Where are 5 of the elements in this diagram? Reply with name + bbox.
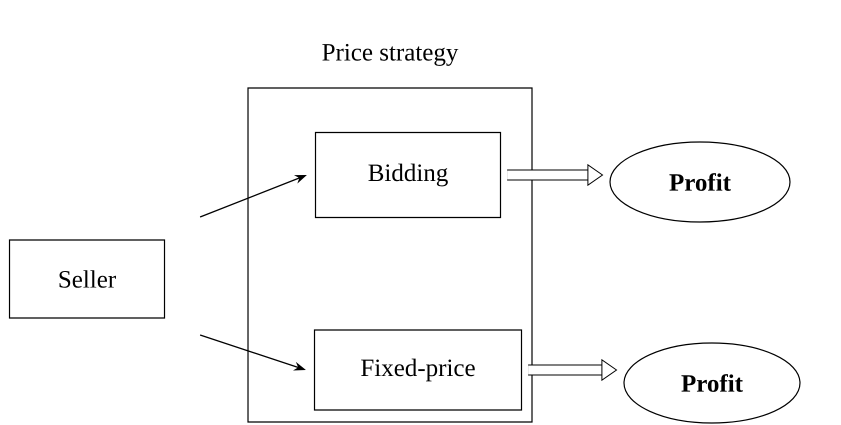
group-box [247, 87, 533, 423]
process-box: Seller [8, 239, 166, 319]
process-box: Bidding [314, 132, 502, 218]
group-title: Price strategy [322, 44, 458, 66]
process-box: Fixed-price [314, 329, 522, 411]
